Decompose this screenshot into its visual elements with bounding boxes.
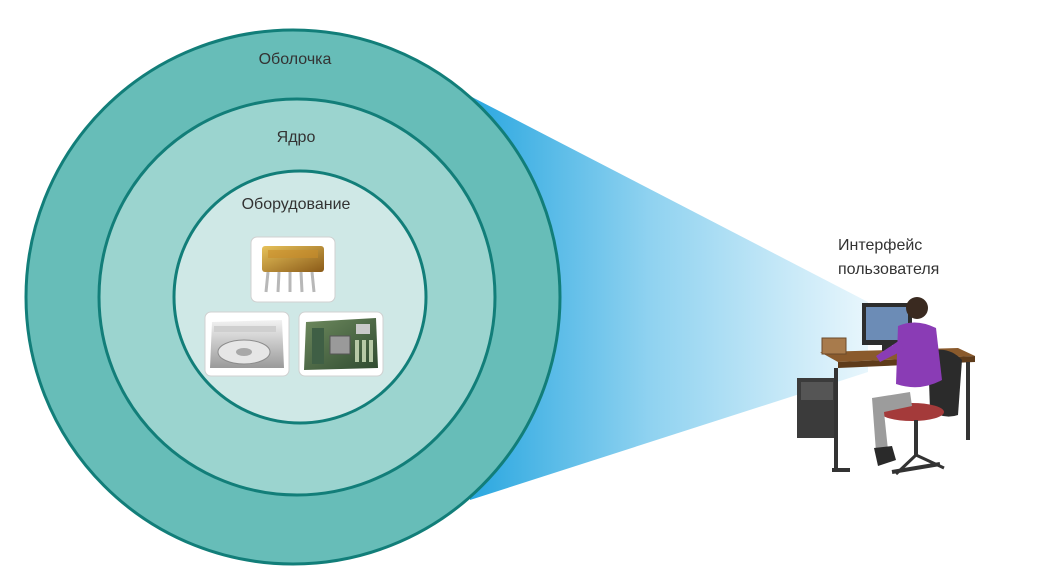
motherboard-icon: [298, 311, 384, 377]
user-interface-label-line1: Интерфейс: [838, 237, 923, 254]
user-interface-label: Интерфейс пользователя: [838, 234, 939, 282]
microchip-icon: [250, 236, 336, 303]
shell-label: Оболочка: [259, 51, 332, 68]
user-interface-label-line2: пользователя: [838, 261, 940, 278]
user-at-computer-icon: [797, 297, 975, 476]
kernel-label: Ядро: [277, 129, 316, 146]
projection-beam: [470, 96, 868, 500]
hardware-label: Оборудование: [242, 196, 351, 213]
optical-disc-drive-icon: [204, 311, 290, 377]
